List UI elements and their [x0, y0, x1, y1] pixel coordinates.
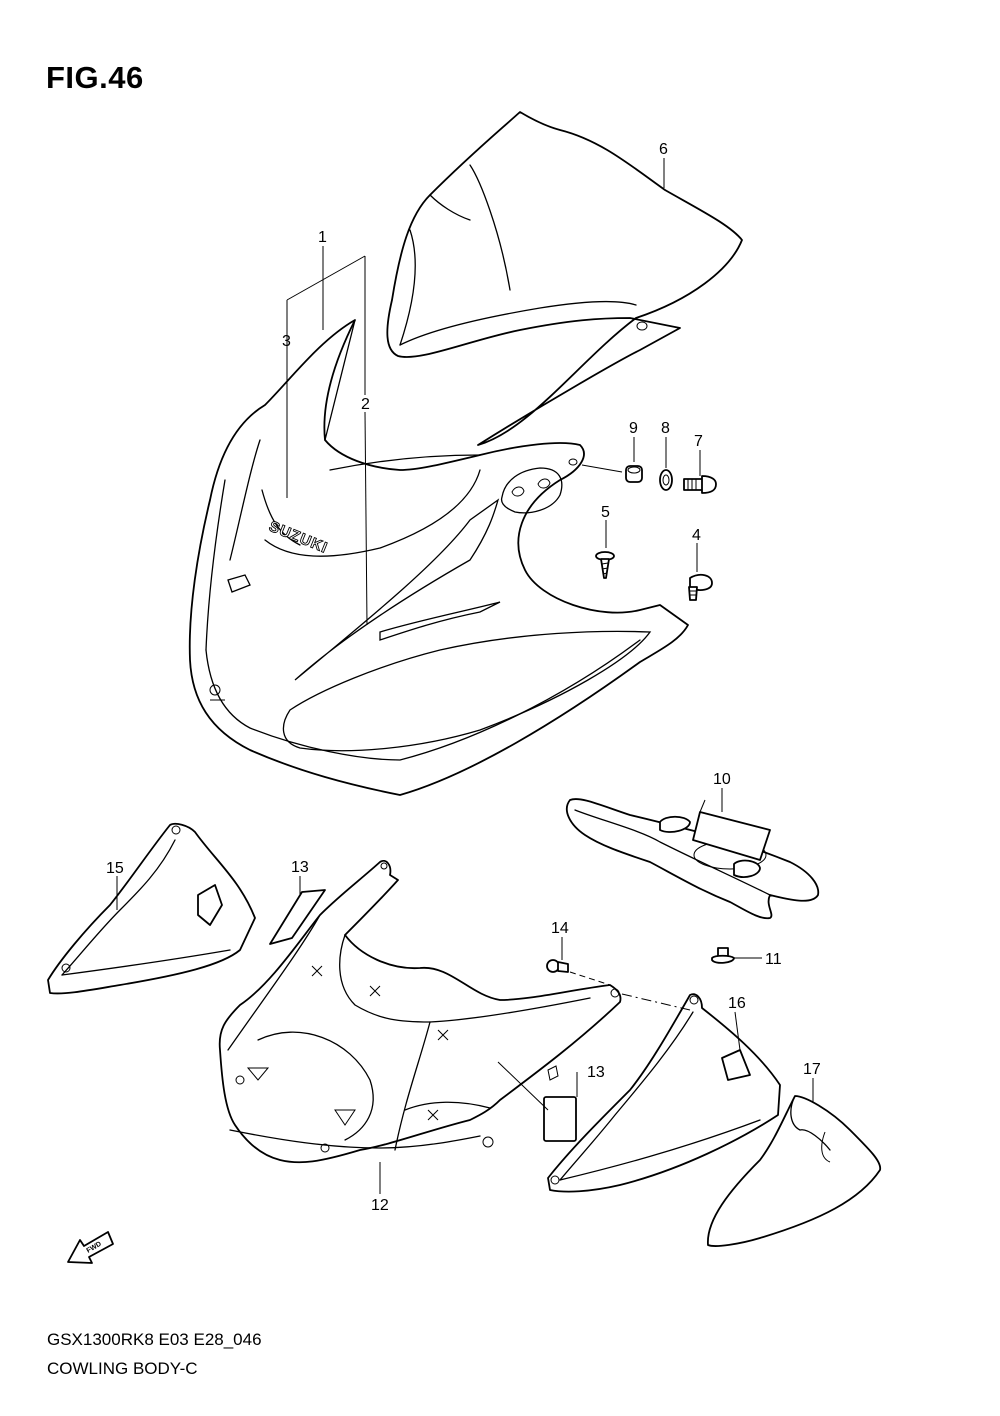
callout-1: 1: [318, 229, 327, 246]
bolt-part-11[interactable]: [711, 947, 735, 964]
screw-part-5[interactable]: [595, 551, 615, 579]
callout-13-upper: 13: [291, 859, 309, 876]
callout-15: 15: [106, 860, 124, 877]
callout-7: 7: [694, 433, 703, 450]
collar-part[interactable]: [625, 465, 643, 483]
callout-4: 4: [692, 527, 701, 544]
callout-5: 5: [601, 504, 610, 521]
under-cowling-part[interactable]: [218, 860, 622, 1164]
callout-9: 9: [629, 420, 638, 437]
callout-3: 3: [282, 333, 291, 350]
leader-lines: [116, 158, 814, 1194]
left-side-cover-part[interactable]: [47, 822, 256, 995]
callout-14: 14: [551, 920, 569, 937]
seal-pad-part-lower[interactable]: [543, 1096, 577, 1142]
callout-16: 16: [728, 995, 746, 1012]
callout-13-lower: 13: [587, 1064, 605, 1081]
diagram-name: COWLING BODY-C: [47, 1359, 198, 1378]
clip-part[interactable]: [546, 959, 569, 973]
callout-labels: 1 2 3 4 5 6 7 8 9 10 11 12 13 13 14 15 1…: [106, 141, 821, 1214]
windscreen-part[interactable]: [386, 111, 743, 446]
upper-cowling-body-part[interactable]: [188, 319, 689, 796]
callout-8: 8: [661, 420, 670, 437]
bolt-part[interactable]: [683, 475, 717, 494]
callout-17: 17: [803, 1061, 821, 1078]
washer-part[interactable]: [659, 469, 673, 491]
bolt-part-4[interactable]: [688, 573, 713, 601]
figure-title: FIG.46: [46, 60, 144, 95]
callout-12: 12: [371, 1197, 389, 1214]
callout-11: 11: [765, 951, 782, 968]
callout-6: 6: [659, 141, 668, 158]
seal-strip-part-upper[interactable]: [269, 889, 326, 945]
forward-direction-arrow-icon: [67, 1231, 114, 1264]
model-code: GSX1300RK8 E03 E28_046: [47, 1330, 262, 1349]
callout-2: 2: [361, 396, 370, 413]
side-panel-part[interactable]: [707, 1095, 882, 1247]
inner-bracket-part[interactable]: [565, 798, 820, 920]
callout-10: 10: [713, 771, 731, 788]
right-side-cover-part[interactable]: [547, 993, 781, 1193]
